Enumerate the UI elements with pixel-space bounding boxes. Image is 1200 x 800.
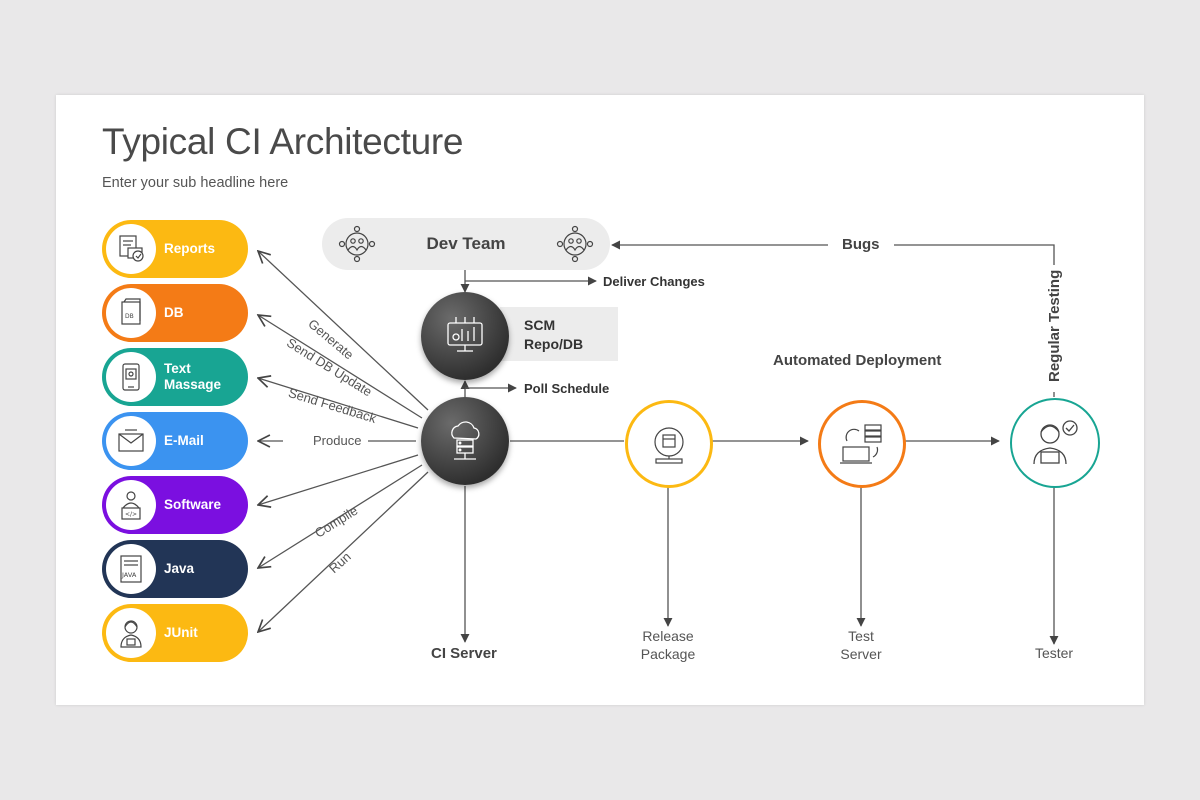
reports-icon	[106, 224, 156, 274]
svg-text:</>: </>	[125, 511, 137, 518]
page-subtitle: Enter your sub headline here	[102, 175, 289, 191]
output-java: JAVA Java	[102, 540, 248, 598]
label-automated-deployment: Automated Deployment	[773, 352, 942, 369]
software-developer-icon: </>	[106, 480, 156, 530]
dev-team-label: Dev Team	[426, 234, 506, 253]
test-server-node	[818, 400, 906, 488]
database-icon: DB	[106, 288, 156, 338]
output-reports: Reports	[102, 220, 248, 278]
edge-run	[258, 471, 429, 632]
server-laptop-icon	[840, 424, 882, 464]
edge-generate	[258, 251, 429, 411]
label-release-package: Release Package	[640, 628, 696, 662]
label-poll-schedule: Poll Schedule	[524, 381, 610, 396]
ci-server-node	[421, 397, 509, 485]
output-label: Text Massage	[164, 361, 222, 392]
edge-compile	[258, 464, 423, 568]
output-junit: JUnit	[102, 604, 248, 662]
output-db: DB DB	[102, 284, 248, 342]
text-message-icon	[106, 352, 156, 402]
label-deliver-changes: Deliver Changes	[603, 274, 705, 289]
output-e-mail: E-Mail	[102, 412, 248, 470]
tester-person-icon	[1033, 420, 1078, 465]
output-label: DB	[164, 305, 184, 320]
label-ci-server: CI Server	[431, 645, 497, 662]
scm-label-background	[500, 307, 618, 361]
label-bugs: Bugs	[842, 236, 880, 253]
edge-software	[258, 454, 419, 505]
repository-monitor-icon	[447, 317, 483, 352]
svg-text:JAVA: JAVA	[121, 571, 137, 579]
output-software: </> Software	[102, 476, 248, 534]
edge-bugs-right	[894, 244, 1055, 265]
output-label: Java	[164, 561, 195, 576]
label-tester: Tester	[1034, 645, 1074, 661]
junit-tester-icon	[106, 608, 156, 658]
team-network-icon	[556, 225, 594, 263]
team-network-icon	[338, 225, 376, 263]
label-produce: Produce	[313, 433, 362, 448]
edge-send-db-update	[258, 315, 423, 419]
package-gear-icon	[654, 427, 684, 464]
label-test-server: Test Server	[840, 628, 882, 662]
output-text-massage: Text Massage	[102, 348, 248, 406]
cloud-server-icon	[451, 421, 480, 460]
scm-label: SCM Repo/DB	[524, 317, 584, 352]
output-label: Software	[164, 497, 222, 512]
label-regular-testing: Regular Testing	[1046, 269, 1063, 382]
dev-team-node: Dev Team	[322, 218, 610, 270]
java-file-icon: JAVA	[106, 544, 156, 594]
page-title: Typical CI Architecture	[102, 121, 464, 162]
email-icon	[106, 416, 156, 466]
svg-text:DB: DB	[125, 313, 134, 320]
output-label: JUnit	[164, 625, 198, 640]
slide-background	[56, 95, 1144, 705]
tester-node	[1010, 398, 1100, 488]
output-label: Reports	[164, 241, 216, 256]
scm-repo-node	[421, 292, 509, 380]
edge-send-feedback	[258, 378, 419, 429]
output-label: E-Mail	[164, 433, 204, 448]
release-package-node	[625, 400, 713, 488]
